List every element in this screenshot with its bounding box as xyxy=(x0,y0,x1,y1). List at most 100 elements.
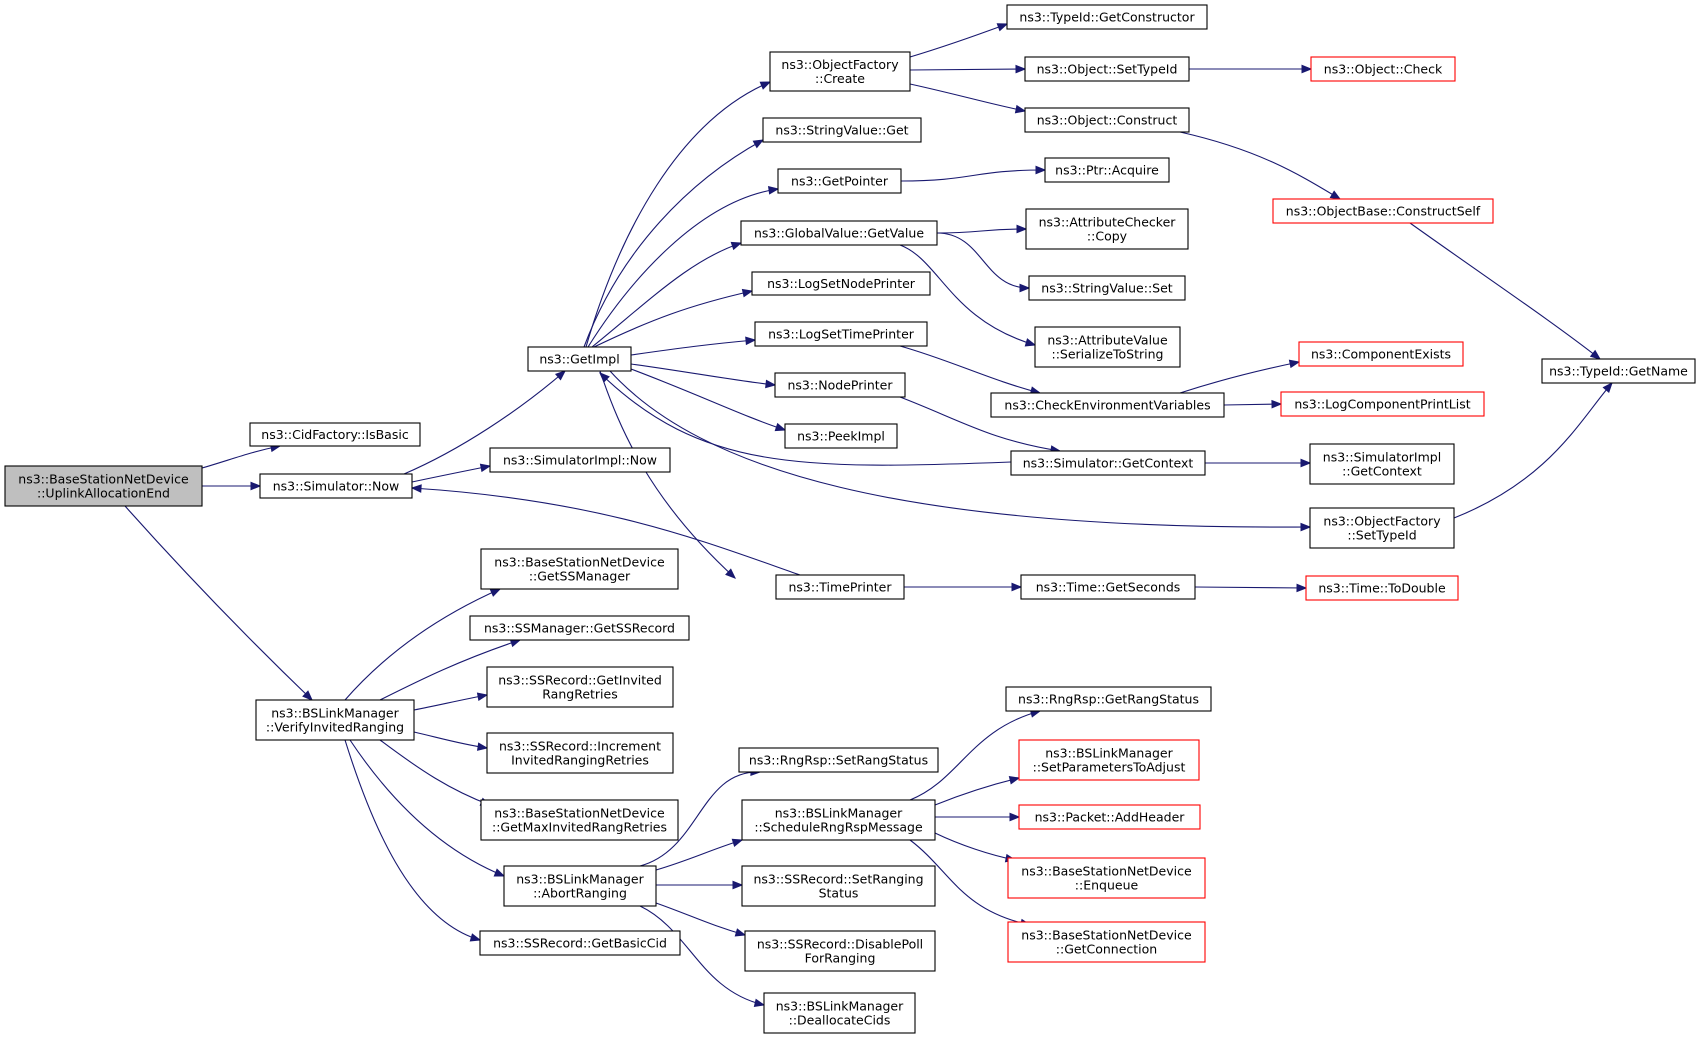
node-label: ns3::SSRecord::DisablePoll xyxy=(757,937,923,952)
edge-getPointer-to-ptrAcquire xyxy=(900,165,1047,182)
node-label: ns3::TypeId::GetName xyxy=(1549,364,1688,379)
edge-timePrinter-to-timeGetSeconds xyxy=(904,582,1023,592)
node-objectCheck[interactable]: ns3::Object::Check xyxy=(1310,56,1456,82)
node-rngRspGetRangStatus[interactable]: ns3::RngRsp::GetRangStatus xyxy=(1005,686,1212,712)
node-timeGetSeconds[interactable]: ns3::Time::GetSeconds xyxy=(1020,574,1196,600)
node-objFactorySetTypeId[interactable]: ns3::ObjectFactory::SetTypeId xyxy=(1309,507,1455,549)
node-getImpl[interactable]: ns3::GetImpl xyxy=(527,346,632,372)
edge-arrowhead xyxy=(731,838,744,847)
edge-objectSetTypeId-to-objectCheck xyxy=(1189,64,1313,74)
node-objectSetTypeId[interactable]: ns3::Object::SetTypeId xyxy=(1024,56,1190,82)
node-simGetContext[interactable]: ns3::Simulator::GetContext xyxy=(1010,450,1206,476)
node-timeToDouble[interactable]: ns3::Time::ToDouble xyxy=(1305,575,1459,601)
node-objectBaseConstructSelf[interactable]: ns3::ObjectBase::ConstructSelf xyxy=(1272,198,1494,224)
edge-globalValueGetValue-to-stringValueSet xyxy=(936,232,1031,293)
edge-line xyxy=(1409,222,1601,360)
node-box xyxy=(486,666,674,708)
node-label: ns3::Time::ToDouble xyxy=(1318,581,1446,596)
node-label: ns3::TimePrinter xyxy=(789,580,893,595)
node-packetAddHeader[interactable]: ns3::Packet::AddHeader xyxy=(1018,804,1201,830)
node-globalValueGetValue[interactable]: ns3::GlobalValue::GetValue xyxy=(740,220,938,246)
node-typeIdGetName[interactable]: ns3::TypeId::GetName xyxy=(1541,358,1696,384)
node-logSetTimePrinter[interactable]: ns3::LogSetTimePrinter xyxy=(754,321,928,347)
node-box xyxy=(486,732,674,774)
node-ssManagerGetSSRecord[interactable]: ns3::SSManager::GetSSRecord xyxy=(469,615,690,641)
edge-line xyxy=(1194,586,1307,589)
edge-arrowhead xyxy=(730,241,743,251)
node-bsGetMaxInvited[interactable]: ns3::BaseStationNetDevice::GetMaxInvited… xyxy=(480,799,679,841)
edge-line xyxy=(909,68,1026,71)
node-label: InvitedRangingRetries xyxy=(511,753,649,768)
edge-arrowhead xyxy=(302,690,313,701)
edge-objectBaseConstructSelf-to-typeIdGetName xyxy=(1409,222,1602,360)
node-label: ns3::ComponentExists xyxy=(1311,347,1451,362)
edge-line xyxy=(1179,361,1300,394)
node-cidIsBasic[interactable]: ns3::CidFactory::IsBasic xyxy=(249,422,421,447)
node-objectConstruct[interactable]: ns3::Object::Construct xyxy=(1024,107,1190,133)
node-label: ns3::BaseStationNetDevice xyxy=(494,806,665,821)
node-label: ::Copy xyxy=(1087,229,1128,244)
edge-line xyxy=(909,83,1026,112)
node-bsEnqueue[interactable]: ns3::BaseStationNetDevice::Enqueue xyxy=(1007,857,1206,899)
node-label: ns3::SSRecord::Increment xyxy=(499,739,661,754)
edge-line xyxy=(909,710,1041,801)
node-abortRanging[interactable]: ns3::BSLinkManager::AbortRanging xyxy=(503,865,657,907)
node-rngRspSetRangStatus[interactable]: ns3::RngRsp::SetRangStatus xyxy=(738,747,939,773)
node-label: ns3::GetImpl xyxy=(539,352,619,367)
node-root[interactable]: ns3::BaseStationNetDevice::UplinkAllocat… xyxy=(4,465,203,507)
edge-verifyRanging-to-abortRanging xyxy=(349,739,506,877)
node-simImplNow[interactable]: ns3::SimulatorImpl::Now xyxy=(489,447,671,473)
node-setParamsToAdjust[interactable]: ns3::BSLinkManager::SetParametersToAdjus… xyxy=(1018,739,1200,781)
edge-arrowhead xyxy=(1300,458,1312,468)
node-label: ns3::BaseStationNetDevice xyxy=(1021,928,1192,943)
node-label: ns3::CheckEnvironmentVariables xyxy=(1004,398,1210,413)
edge-line xyxy=(349,739,505,877)
node-box xyxy=(1298,341,1464,367)
node-typeIdGetConstructor[interactable]: ns3::TypeId::GetConstructor xyxy=(1006,4,1208,30)
edge-line xyxy=(344,739,481,941)
edge-line xyxy=(411,465,491,483)
edge-abortRanging-to-ssRecordDisablePoll xyxy=(655,902,747,937)
node-ssRecordIncrement[interactable]: ns3::SSRecord::IncrementInvitedRangingRe… xyxy=(486,732,674,774)
node-deallocateCids[interactable]: ns3::BSLinkManager::DeallocateCids xyxy=(763,992,916,1034)
node-box xyxy=(784,423,898,449)
node-nodePrinter[interactable]: ns3::NodePrinter xyxy=(774,372,906,398)
node-bsGetSSManager[interactable]: ns3::BaseStationNetDevice::GetSSManager xyxy=(480,548,679,590)
node-ssRecordGetBasicCid[interactable]: ns3::SSRecord::GetBasicCid xyxy=(479,930,681,956)
node-getPointer[interactable]: ns3::GetPointer xyxy=(777,168,902,194)
node-label: ::GetContext xyxy=(1342,464,1422,479)
node-verifyRanging[interactable]: ns3::BSLinkManager::VerifyInvitedRanging xyxy=(255,699,415,741)
node-label: ns3::Simulator::GetContext xyxy=(1023,456,1194,471)
node-ptrAcquire[interactable]: ns3::Ptr::Acquire xyxy=(1044,157,1170,183)
node-scheduleRngRsp[interactable]: ns3::BSLinkManager::ScheduleRngRspMessag… xyxy=(741,799,936,841)
node-attrValueSerialize[interactable]: ns3::AttributeValue::SerializeToString xyxy=(1034,326,1181,368)
node-label: ns3::SSRecord::SetRanging xyxy=(753,872,923,887)
node-logSetNodePrinter[interactable]: ns3::LogSetNodePrinter xyxy=(751,271,931,296)
node-stringValueGet[interactable]: ns3::StringValue::Get xyxy=(762,117,922,143)
node-attrCheckerCopy[interactable]: ns3::AttributeChecker::Copy xyxy=(1025,208,1189,250)
edge-arrowhead xyxy=(765,379,777,389)
node-box xyxy=(744,930,936,972)
edge-arrowhead xyxy=(1296,583,1308,593)
node-label: ::SetTypeId xyxy=(1347,528,1416,543)
node-objFactoryCreate[interactable]: ns3::ObjectFactory::Create xyxy=(769,51,911,92)
node-stringValueSet[interactable]: ns3::StringValue::Set xyxy=(1028,275,1186,301)
edge-arrowhead xyxy=(745,336,757,346)
node-componentExists[interactable]: ns3::ComponentExists xyxy=(1298,341,1464,367)
node-logComponentPrintList[interactable]: ns3::LogComponentPrintList xyxy=(1280,391,1485,417)
node-label: ns3::NodePrinter xyxy=(787,378,893,393)
edge-arrowhead xyxy=(250,481,262,491)
edge-line xyxy=(909,23,1008,58)
node-checkEnvVars[interactable]: ns3::CheckEnvironmentVariables xyxy=(990,392,1225,418)
edge-root-to-simNow xyxy=(202,481,262,491)
node-bsGetConnection[interactable]: ns3::BaseStationNetDevice::GetConnection xyxy=(1007,921,1206,963)
node-simNow[interactable]: ns3::Simulator::Now xyxy=(259,473,413,499)
node-peekImpl[interactable]: ns3::PeekImpl xyxy=(784,423,898,449)
node-simImplGetContext[interactable]: ns3::SimulatorImpl::GetContext xyxy=(1309,443,1455,485)
edge-root-to-verifyRanging xyxy=(124,505,313,701)
node-timePrinter[interactable]: ns3::TimePrinter xyxy=(775,574,905,600)
